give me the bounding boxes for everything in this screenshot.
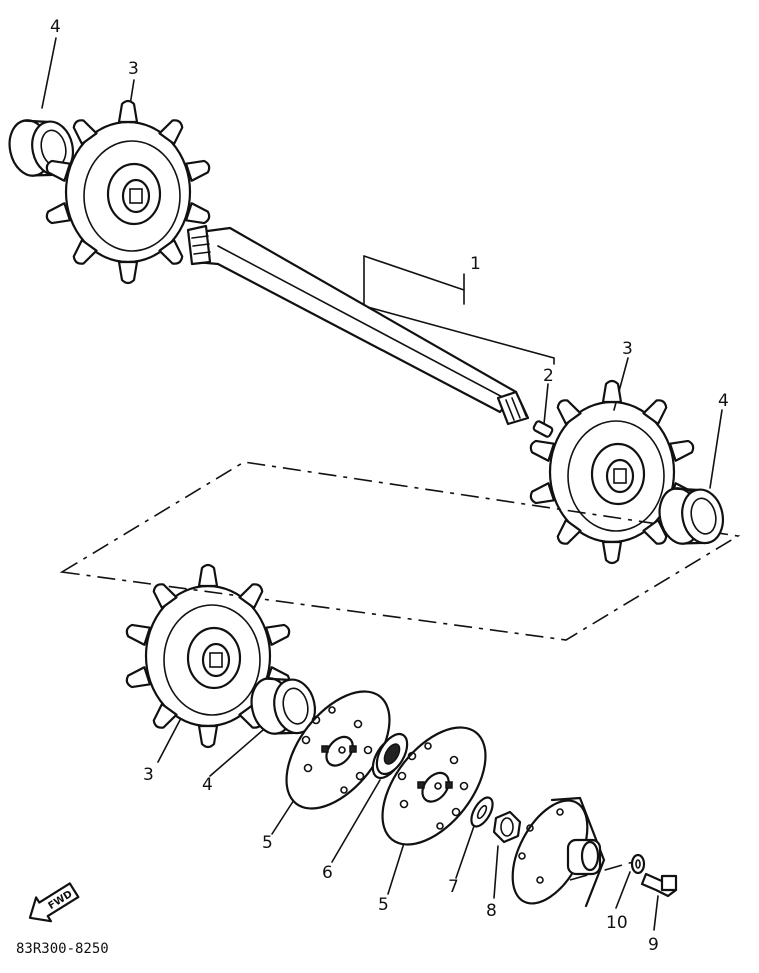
callout-5-first: 5 bbox=[262, 833, 273, 853]
pin-part-2[interactable] bbox=[532, 420, 554, 438]
callout-9: 9 bbox=[648, 935, 659, 955]
bearing-part-6[interactable] bbox=[367, 729, 414, 783]
callout-3-bottom: 3 bbox=[143, 765, 154, 785]
axis-centerline bbox=[569, 859, 641, 881]
nut-part-8[interactable] bbox=[492, 810, 522, 844]
callout-10: 10 bbox=[606, 913, 628, 933]
callout-3-top: 3 bbox=[128, 59, 139, 79]
callout-6: 6 bbox=[322, 863, 333, 883]
callout-7: 7 bbox=[448, 877, 459, 897]
callout-8: 8 bbox=[486, 901, 497, 921]
assembly-outline bbox=[59, 461, 741, 641]
callout-5-second: 5 bbox=[378, 895, 389, 915]
callout-3-right: 3 bbox=[622, 339, 633, 359]
sprocket-part-3-top[interactable] bbox=[44, 101, 211, 283]
washer-part-7[interactable] bbox=[467, 794, 497, 830]
forward-arrow-badge: FWD bbox=[28, 882, 80, 923]
callout-4-bottom: 4 bbox=[202, 775, 213, 795]
callout-4-top: 4 bbox=[50, 17, 61, 37]
callout-4-right: 4 bbox=[718, 391, 729, 411]
hub-spindle[interactable] bbox=[497, 788, 606, 915]
lock-washer-part-10[interactable] bbox=[630, 853, 646, 875]
diagram-code: 83R300-8250 bbox=[16, 941, 109, 957]
drive-shaft-part-1[interactable] bbox=[186, 224, 530, 426]
bolt-part-9[interactable] bbox=[640, 872, 678, 898]
callout-1: 1 bbox=[470, 254, 481, 274]
callout-2: 2 bbox=[543, 366, 554, 386]
